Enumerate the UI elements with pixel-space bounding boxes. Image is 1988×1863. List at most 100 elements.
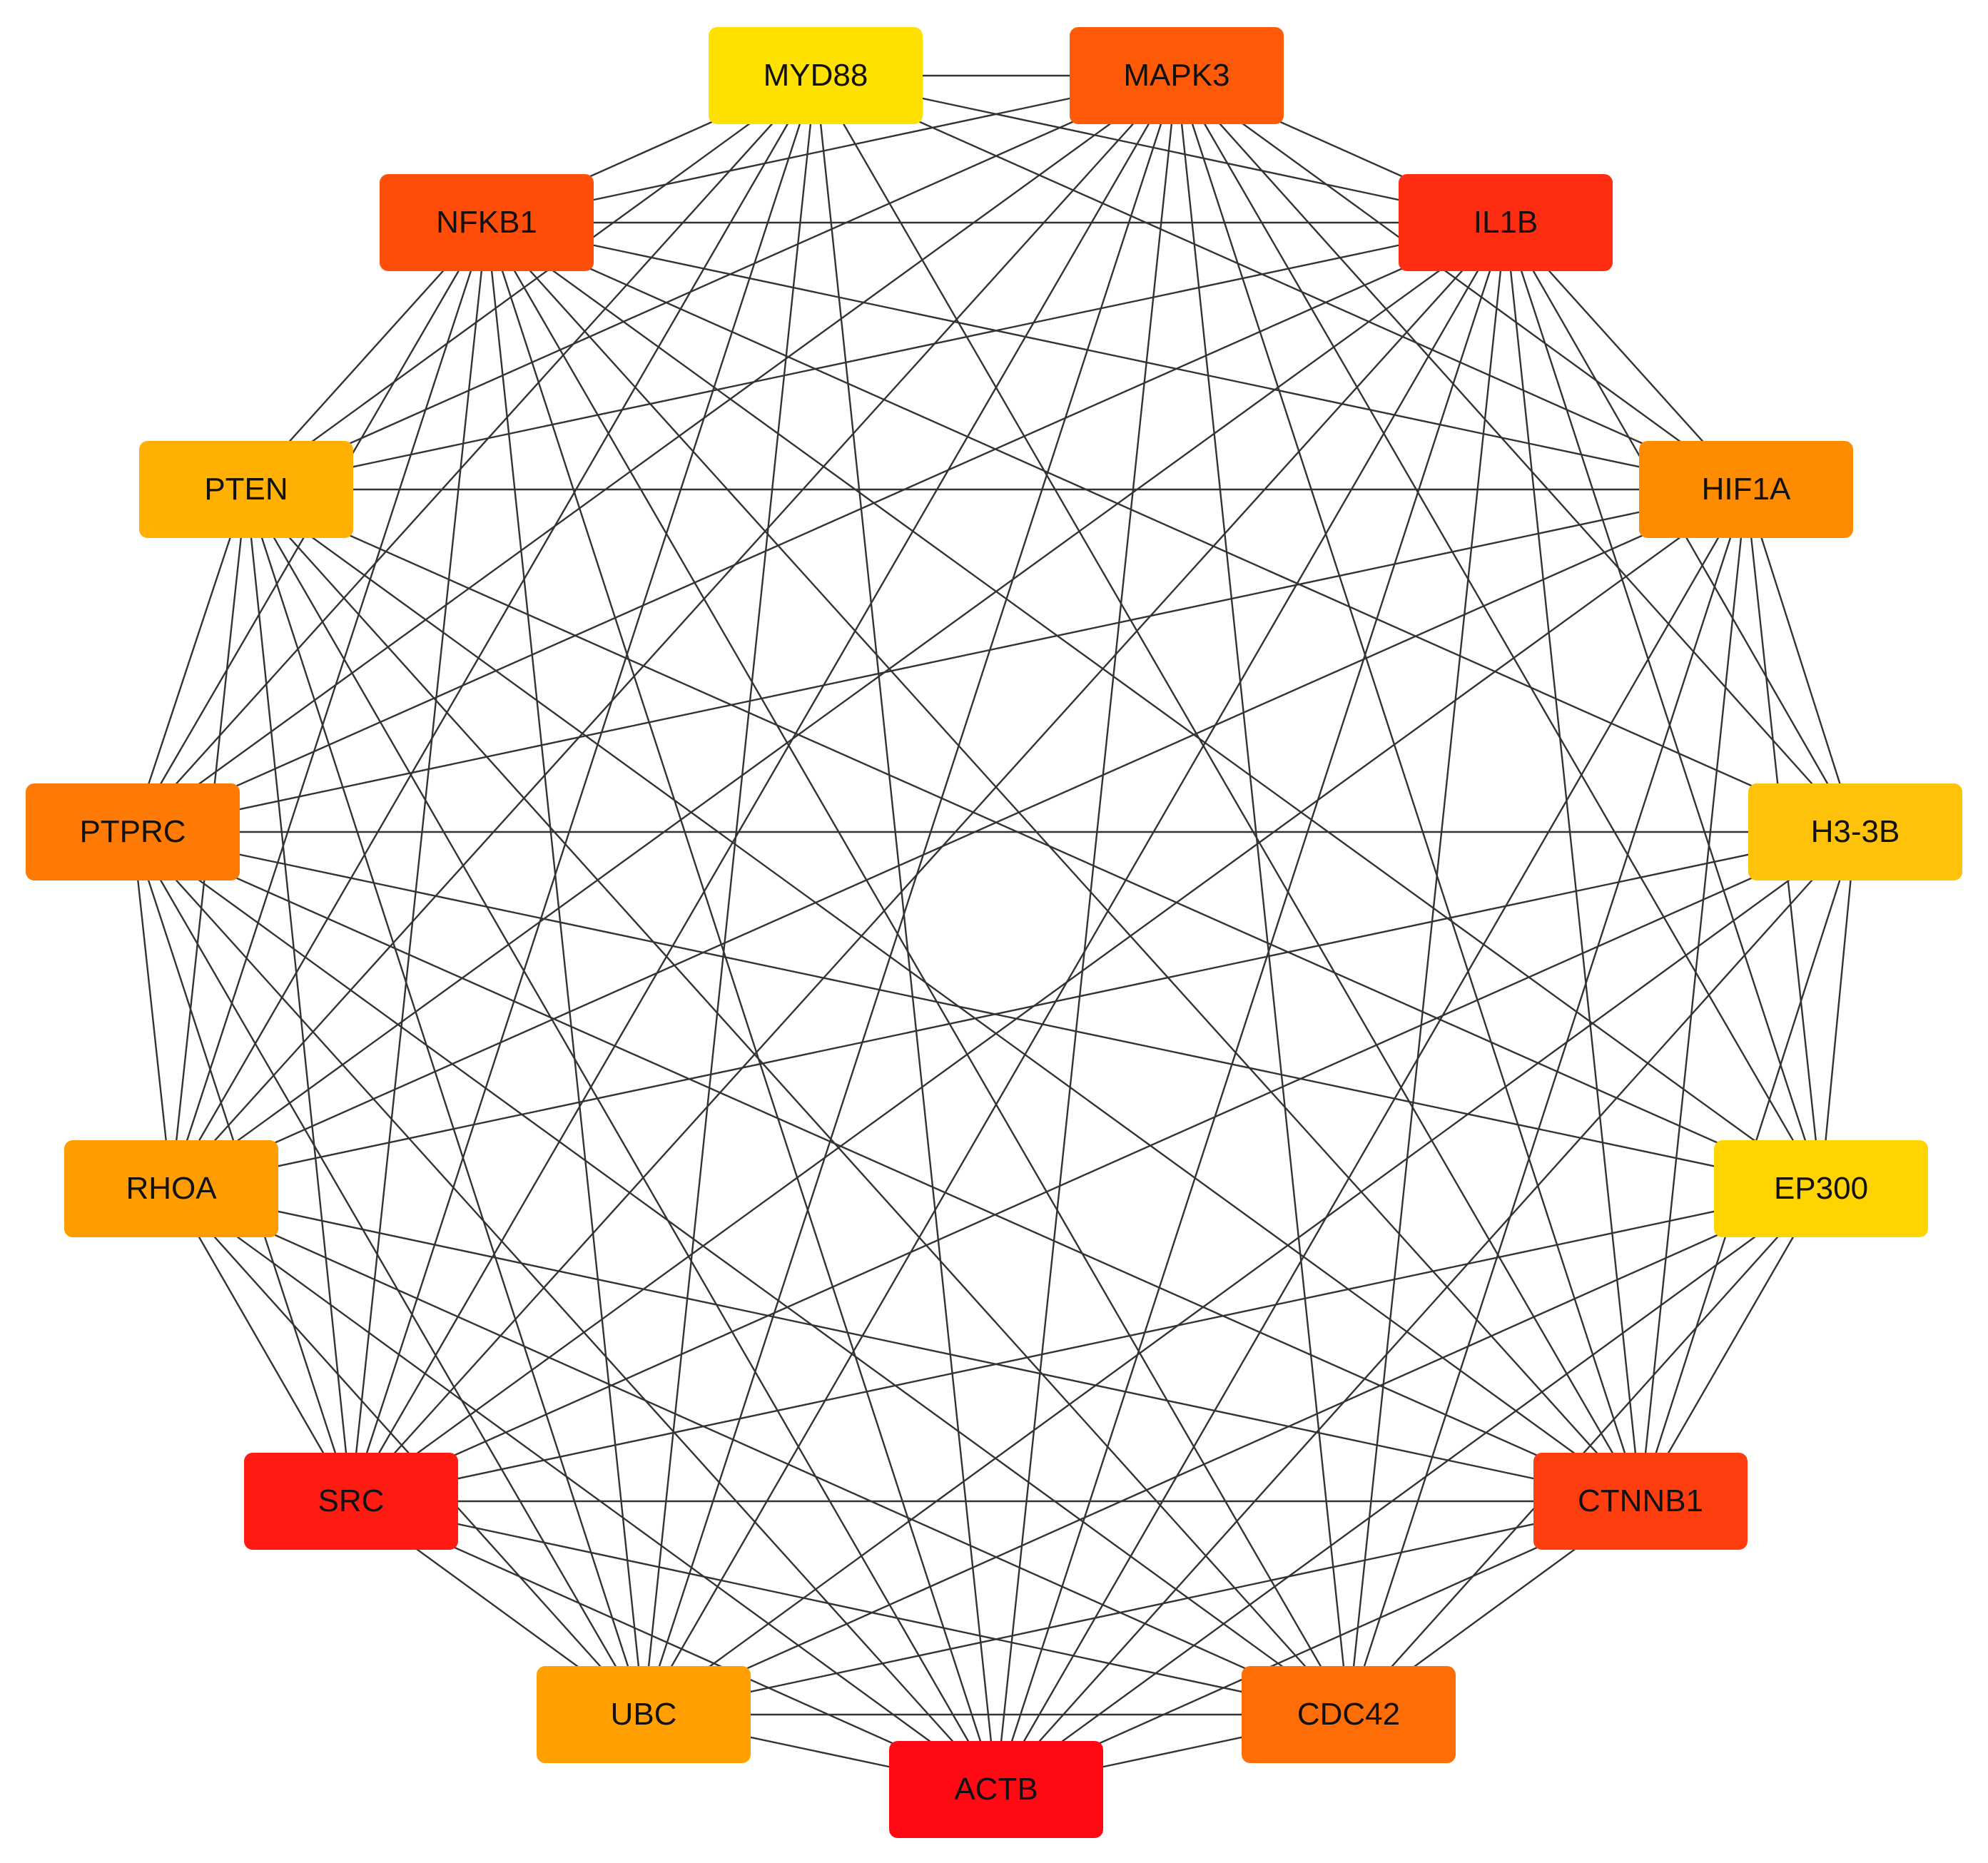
edge-il1b-cdc42 <box>1347 222 1507 1715</box>
edge-mapk3-actb <box>995 75 1178 1790</box>
edge-ubc-pten <box>245 489 645 1715</box>
edge-cdc42-pten <box>245 489 1349 1715</box>
edge-h3-3b-src <box>350 831 1856 1503</box>
edge-h3-3b-ubc <box>643 831 1856 1715</box>
edge-ctnnb1-nfkb1 <box>486 222 1641 1502</box>
edge-hif1a-ctnnb1 <box>1639 489 1748 1502</box>
edge-cdc42-nfkb1 <box>485 222 1350 1715</box>
edge-ep300-nfkb1 <box>486 222 1822 1189</box>
node-h3-3b: H3-3B <box>1748 783 1962 880</box>
edge-ep300-pten <box>245 488 1822 1190</box>
node-label: UBC <box>610 1697 677 1732</box>
edge-rhoa-ptprc <box>131 831 173 1189</box>
node-label: PTPRC <box>79 814 186 849</box>
edge-mapk3-ctnnb1 <box>1175 75 1642 1502</box>
edge-myd88-hif1a <box>815 74 1747 491</box>
edge-ctnnb1-ptprc <box>132 831 1641 1503</box>
node-label: RHOA <box>126 1171 217 1206</box>
node-label: PTEN <box>204 472 288 507</box>
edge-il1b-actb <box>995 222 1507 1790</box>
node-pten: PTEN <box>139 441 353 538</box>
edge-h3-3b-rhoa <box>171 831 1856 1190</box>
edge-ep300-actb <box>995 1188 1822 1790</box>
edge-cdc42-rhoa <box>171 1187 1349 1716</box>
node-label: MAPK3 <box>1123 58 1230 93</box>
node-myd88: MYD88 <box>709 27 923 124</box>
edge-hif1a-rhoa <box>171 488 1747 1190</box>
node-ctnnb1: CTNNB1 <box>1533 1453 1748 1550</box>
edge-hif1a-cdc42 <box>1347 489 1748 1715</box>
edge-cdc42-ptprc <box>132 831 1349 1715</box>
edge-il1b-ptprc <box>132 221 1506 833</box>
edge-actb-rhoa <box>171 1188 997 1790</box>
edge-actb-pten <box>245 489 998 1790</box>
edge-myd88-pten <box>245 75 816 490</box>
edge-mapk3-ubc <box>642 75 1178 1715</box>
edge-ubc-ptprc <box>131 831 645 1715</box>
edge-mapk3-ptprc <box>132 75 1177 833</box>
node-label: CDC42 <box>1297 1697 1401 1732</box>
edge-ctnnb1-ubc <box>643 1500 1641 1716</box>
node-ptprc: PTPRC <box>26 783 240 880</box>
node-label: NFKB1 <box>436 205 537 240</box>
node-rhoa: RHOA <box>64 1140 278 1237</box>
edge-hif1a-nfkb1 <box>486 221 1747 491</box>
edge-il1b-rhoa <box>171 222 1506 1189</box>
edge-ep300-ptprc <box>132 831 1822 1190</box>
edge-il1b-ep300 <box>1504 222 1822 1189</box>
edge-ubc-rhoa <box>171 1188 644 1715</box>
edge-mapk3-nfkb1 <box>486 74 1177 224</box>
edge-h3-3b-ep300 <box>1820 831 1857 1189</box>
node-nfkb1: NFKB1 <box>380 174 594 271</box>
edge-mapk3-hif1a <box>1176 75 1747 490</box>
edge-ep300-ctnnb1 <box>1639 1188 1822 1502</box>
edge-ptprc-pten <box>131 489 248 833</box>
node-label: MYD88 <box>763 58 868 93</box>
node-label: HIF1A <box>1701 472 1791 507</box>
edge-ubc-nfkb1 <box>485 222 645 1715</box>
node-src: SRC <box>244 1453 458 1550</box>
edge-ctnnb1-rhoa <box>171 1187 1641 1503</box>
edge-src-rhoa <box>170 1188 353 1502</box>
edge-hif1a-h3-3b <box>1745 489 1857 833</box>
node-label: H3-3B <box>1810 814 1900 849</box>
edge-myd88-ctnnb1 <box>814 75 1642 1502</box>
edge-src-nfkb1 <box>350 222 488 1502</box>
edge-mapk3-cdc42 <box>1175 75 1350 1715</box>
node-label: SRC <box>318 1483 385 1518</box>
edge-hif1a-ptprc <box>132 488 1747 833</box>
edge-myd88-ubc <box>642 75 817 1715</box>
edge-il1b-ubc <box>642 222 1507 1715</box>
node-ubc: UBC <box>537 1666 751 1763</box>
node-ep300: EP300 <box>1714 1140 1928 1237</box>
edge-myd88-ptprc <box>132 75 816 833</box>
edge-h3-3b-actb <box>995 831 1856 1790</box>
edge-mapk3-ep300 <box>1175 75 1822 1189</box>
node-il1b: IL1B <box>1399 174 1613 271</box>
edge-myd88-rhoa <box>170 75 817 1189</box>
edge-myd88-actb <box>814 75 998 1790</box>
edge-actb-src <box>350 1500 997 1791</box>
edge-actb-ptprc <box>132 831 997 1790</box>
edge-mapk3-h3-3b <box>1176 75 1856 833</box>
edge-ep300-ubc <box>643 1187 1822 1716</box>
edge-src-pten <box>245 489 353 1502</box>
edge-h3-3b-nfkb1 <box>486 221 1856 833</box>
node-label: EP300 <box>1773 1171 1869 1206</box>
node-cdc42: CDC42 <box>1242 1666 1456 1763</box>
edge-rhoa-nfkb1 <box>170 222 488 1189</box>
edge-ep300-src <box>350 1187 1822 1503</box>
edge-mapk3-src <box>350 75 1178 1502</box>
node-actb: ACTB <box>889 1741 1103 1838</box>
edge-actb-nfkb1 <box>485 222 998 1790</box>
edge-myd88-src <box>350 75 817 1502</box>
edge-hif1a-actb <box>995 489 1748 1790</box>
edge-ctnnb1-pten <box>245 489 1641 1502</box>
edge-mapk3-rhoa <box>171 75 1177 1189</box>
edge-ep300-cdc42 <box>1348 1188 1822 1715</box>
node-label: ACTB <box>954 1772 1038 1807</box>
node-mapk3: MAPK3 <box>1070 27 1284 124</box>
